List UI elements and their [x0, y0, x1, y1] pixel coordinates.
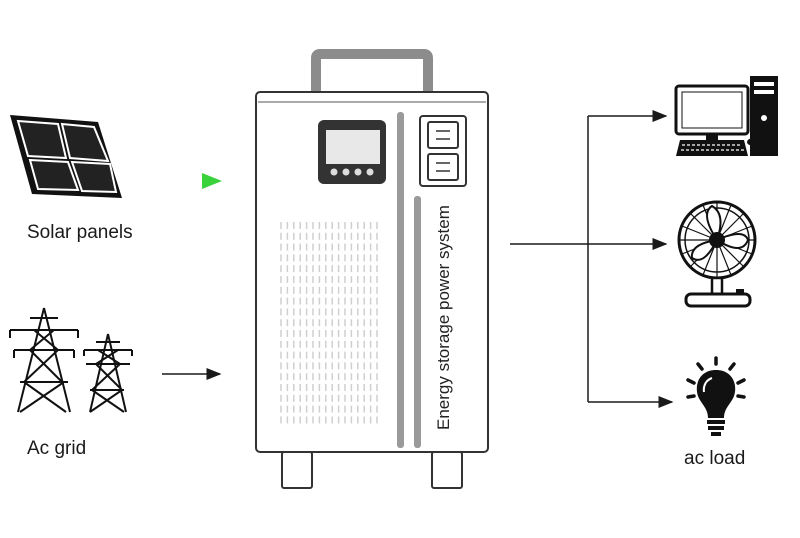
power-tower-icon [9, 307, 133, 413]
light-bulb-icon [686, 356, 746, 436]
energy-storage-cabinet-icon: Energy storage power system [255, 49, 489, 489]
electric-fan-icon [677, 200, 757, 308]
output-connectors [510, 110, 674, 408]
solar-panel-icon [10, 115, 122, 198]
ac-load-label: ac load [684, 448, 746, 469]
system-label: Energy storage power system [434, 205, 453, 430]
desktop-computer-icon [674, 76, 778, 156]
solar-panels-label: Solar panels [27, 222, 133, 243]
ac-grid-label: Ac grid [27, 438, 87, 459]
